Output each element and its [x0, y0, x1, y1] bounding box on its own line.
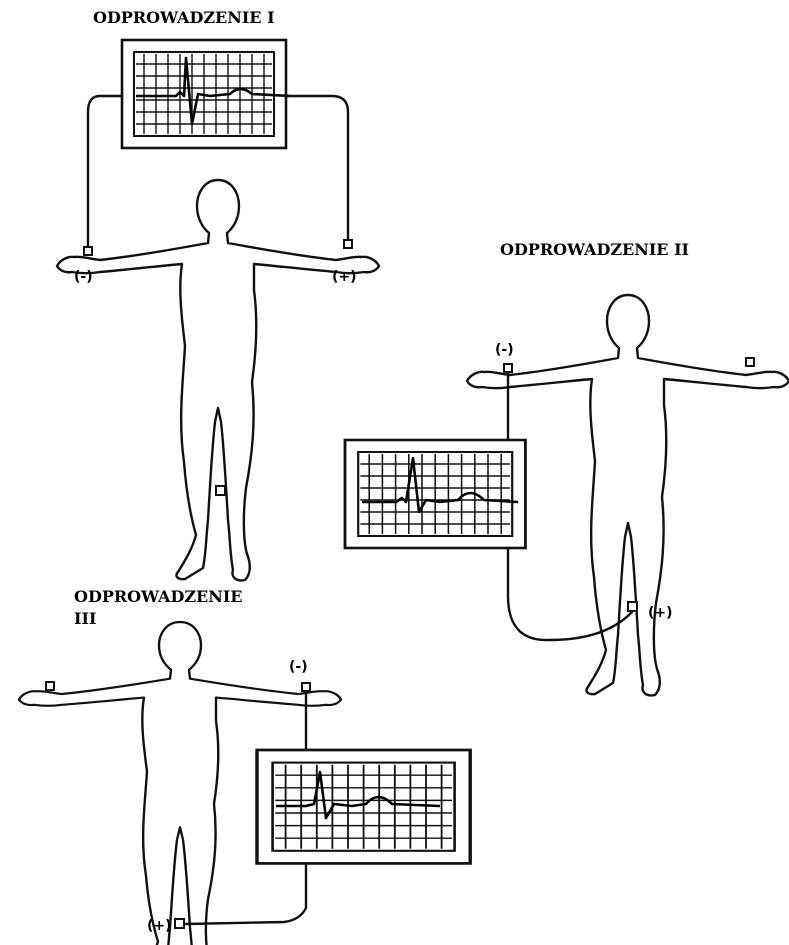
lead-i-body-figure — [57, 180, 379, 580]
lead-i-positive-label: (+) — [332, 269, 357, 285]
lead-iii-title-line2: III — [74, 609, 96, 628]
lead-i-electrode-left-arm — [344, 240, 352, 248]
lead-iii-positive-label: (+) — [147, 918, 172, 934]
lead-iii-negative-label: (-) — [289, 659, 308, 675]
lead-iii-electrode-left-leg — [175, 919, 184, 928]
lead-i-wire-negative — [88, 96, 122, 250]
lead-ii-monitor — [345, 440, 525, 548]
lead-iii-title-line1: ODPROWADZENIE — [74, 587, 243, 606]
lead-iii-wire-positive — [186, 864, 306, 924]
lead-iii-electrode-left-arm — [302, 683, 310, 691]
lead-ii-wire-positive — [508, 548, 632, 640]
lead-ii-negative-label: (-) — [495, 342, 514, 358]
lead-ii-group: ODPROWADZENIE II (-) (+) — [345, 240, 789, 695]
lead-i-wire-positive — [286, 96, 348, 243]
lead-ii-electrode-left-leg — [628, 602, 637, 611]
lead-i-group: ODPROWADZENIE I (-) (+) — [57, 8, 379, 580]
lead-ii-electrode-left-arm — [746, 358, 754, 366]
lead-ii-positive-label: (+) — [648, 605, 673, 621]
lead-i-monitor — [122, 40, 290, 148]
lead-i-electrode-left-leg — [216, 486, 225, 495]
lead-i-title: ODPROWADZENIE I — [93, 8, 275, 27]
lead-iii-group: ODPROWADZENIE III (-) (+) — [19, 587, 470, 945]
lead-i-electrode-right-arm — [84, 247, 92, 255]
lead-ii-electrode-right-arm — [504, 364, 512, 372]
lead-i-negative-label: (-) — [74, 269, 93, 285]
lead-ii-title: ODPROWADZENIE II — [500, 240, 689, 259]
lead-iii-electrode-right-arm — [46, 682, 54, 690]
lead-iii-monitor — [257, 750, 470, 863]
